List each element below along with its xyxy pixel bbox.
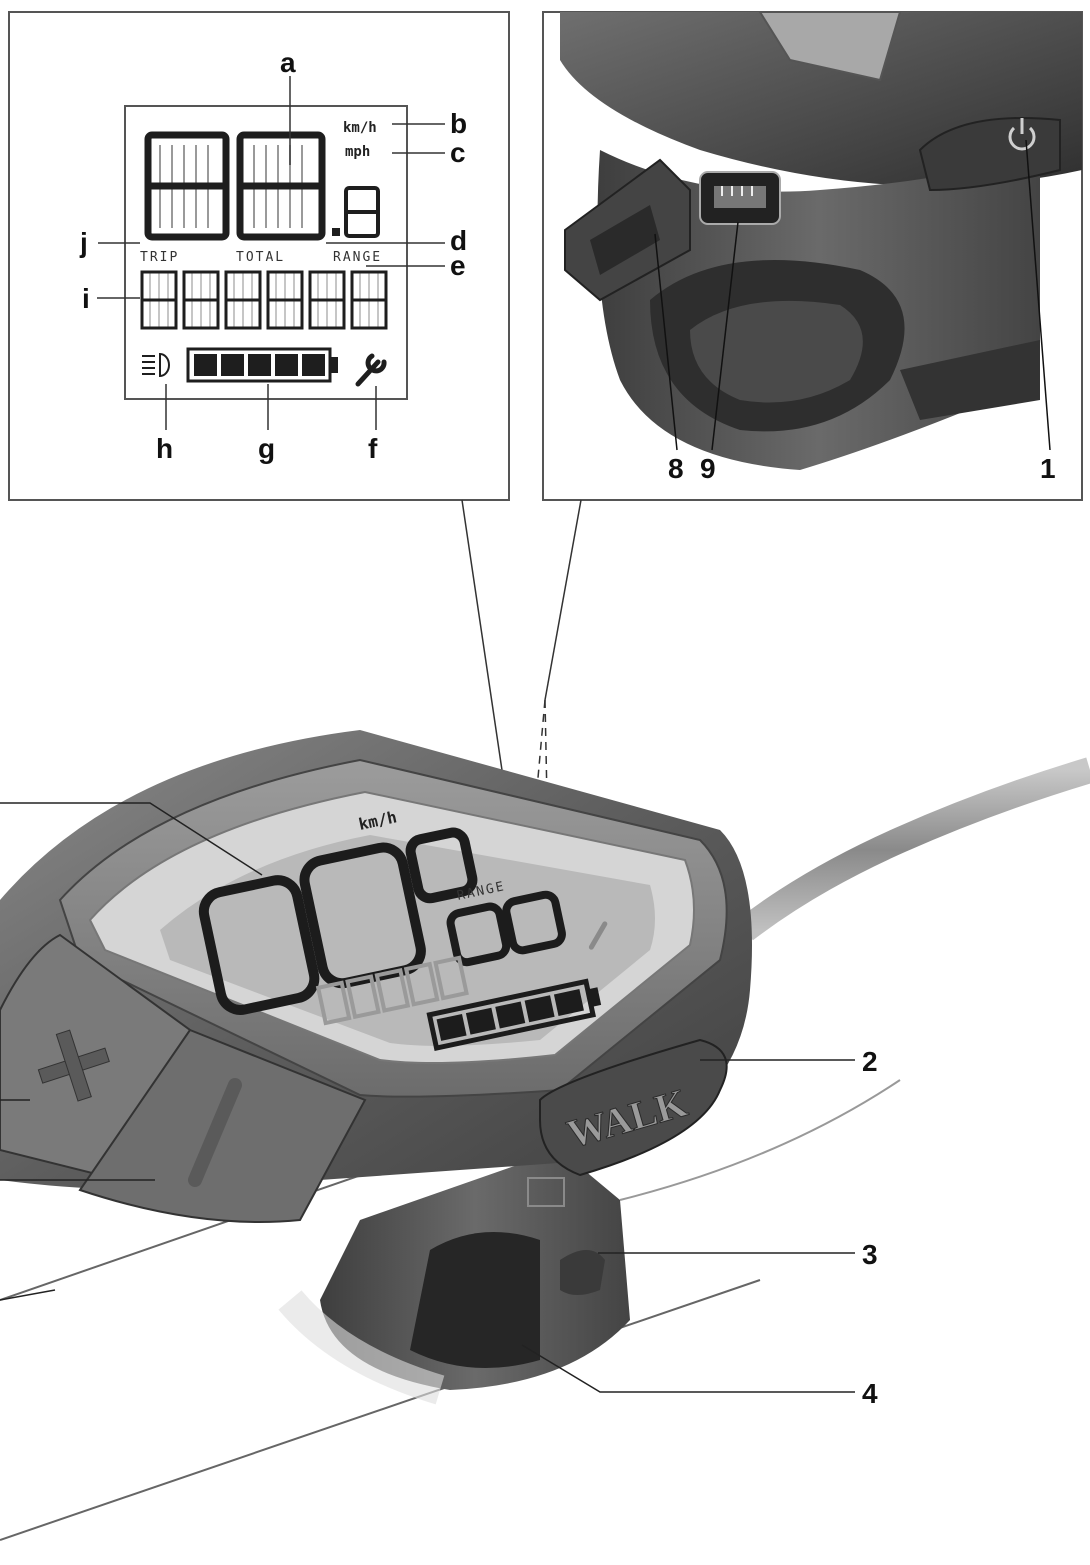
range-label: RANGE xyxy=(333,250,382,265)
callout-a: a xyxy=(280,47,296,78)
trip-label: TRIP xyxy=(140,250,179,265)
dot-matrix-hatch xyxy=(149,272,379,328)
wrench-icon xyxy=(355,353,387,387)
battery-segment xyxy=(495,1001,526,1029)
callout-i: i xyxy=(82,283,90,314)
battery-segment xyxy=(248,354,271,376)
callout-3: 3 xyxy=(862,1239,878,1270)
callout-4: 4 xyxy=(862,1378,878,1409)
minus-icon xyxy=(188,1078,242,1187)
callout-c: c xyxy=(450,137,466,168)
screen-wrench-icon xyxy=(588,921,608,950)
total-label: TOTAL xyxy=(236,250,285,265)
callout-d: d xyxy=(450,225,467,256)
callout-8: 8 xyxy=(668,453,684,484)
battery-segment xyxy=(194,354,217,376)
callout-b: b xyxy=(450,108,467,139)
battery-segment xyxy=(436,1013,467,1041)
callout-2: 2 xyxy=(862,1046,878,1077)
callout-1: 1 xyxy=(1040,453,1056,484)
headlight-icon xyxy=(142,352,170,378)
battery-segment xyxy=(221,354,244,376)
battery-segment xyxy=(524,995,555,1023)
unit-mph: mph xyxy=(345,144,370,160)
decimal-digit xyxy=(332,186,380,238)
photo-leader-lines xyxy=(654,139,1051,451)
battery-segment xyxy=(465,1007,496,1035)
battery-segment xyxy=(553,989,584,1016)
speed-digits xyxy=(144,131,326,241)
walk-button[interactable] xyxy=(539,1038,728,1177)
callout-f: f xyxy=(368,433,378,464)
lcd-detail-panel: km/h mph TRIP TOTAL RANGE xyxy=(8,11,510,501)
battery-segment xyxy=(275,354,298,376)
power-icon xyxy=(1008,118,1036,151)
screen-trip-row xyxy=(315,955,469,1026)
main-leader-lines xyxy=(0,802,855,1393)
callout-9: 9 xyxy=(700,453,716,484)
detail-leader-lines xyxy=(97,76,445,430)
callout-g: g xyxy=(258,433,275,464)
usb-port-icon xyxy=(699,171,781,225)
plus-icon xyxy=(37,1029,110,1102)
callout-e: e xyxy=(450,250,466,281)
battery-level-icon xyxy=(186,347,338,383)
screen-battery-icon xyxy=(426,978,602,1051)
speed-digits-grid xyxy=(159,145,303,228)
bike-computer-main: km/h RANGE WALK xyxy=(0,730,1090,1541)
screen-range-digits xyxy=(446,890,566,967)
unit-kmh: km/h xyxy=(343,120,377,136)
battery-segment xyxy=(302,354,325,376)
usb-port-detail-panel: 8 9 1 xyxy=(542,11,1083,501)
callout-j: j xyxy=(79,227,88,258)
callout-h: h xyxy=(156,433,173,464)
